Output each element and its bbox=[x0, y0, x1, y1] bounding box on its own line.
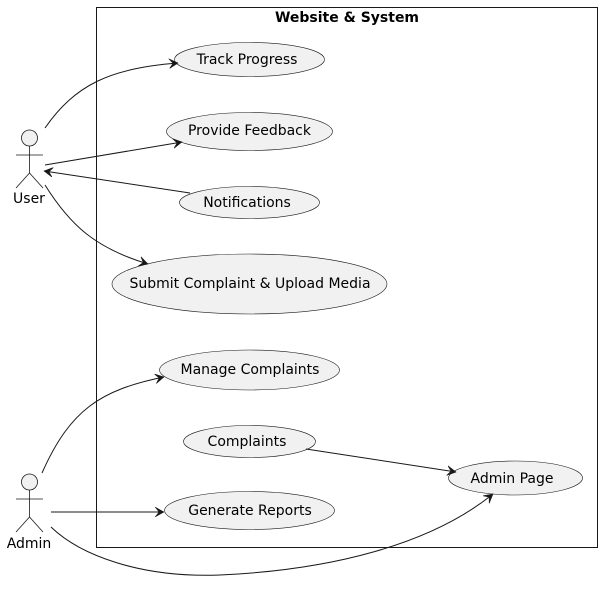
use-case-manage-complaints[interactable]: Manage Complaints bbox=[159, 349, 340, 391]
link-user-submit-complaint bbox=[44, 184, 148, 264]
use-case-label: Manage Complaints bbox=[181, 362, 320, 378]
actor-admin-label: Admin bbox=[7, 536, 52, 552]
use-case-generate-reports[interactable]: Generate Reports bbox=[164, 491, 335, 530]
actor-head bbox=[21, 473, 38, 491]
use-case-label: Admin Page bbox=[471, 471, 554, 487]
use-case-label: Provide Feedback bbox=[188, 123, 312, 139]
link-complaints-admin-page bbox=[305, 448, 456, 472]
link-admin-manage-complaints bbox=[41, 377, 164, 474]
link-admin-admin-page bbox=[50, 493, 493, 576]
use-case-label: Generate Reports bbox=[188, 503, 312, 519]
link-user-track-progress bbox=[44, 63, 178, 129]
actor-head bbox=[21, 129, 38, 147]
use-case-complaints[interactable]: Complaints bbox=[183, 425, 316, 458]
system-boundary-title: Website & System bbox=[275, 10, 419, 26]
use-case-label: Complaints bbox=[208, 434, 287, 450]
actor-user-label: User bbox=[13, 191, 45, 207]
use-case-notifications[interactable]: Notifications bbox=[179, 186, 320, 219]
use-case-admin-page[interactable]: Admin Page bbox=[448, 460, 583, 496]
use-case-label: Submit Complaint & Upload Media bbox=[129, 276, 370, 292]
use-case-track-progress[interactable]: Track Progress bbox=[174, 42, 325, 77]
use-case-submit-complaint[interactable]: Submit Complaint & Upload Media bbox=[111, 253, 388, 315]
use-case-label: Notifications bbox=[203, 195, 291, 211]
use-case-provide-feedback[interactable]: Provide Feedback bbox=[166, 112, 333, 151]
actor-user[interactable]: User bbox=[13, 129, 45, 207]
link-notifications-user bbox=[44, 171, 191, 194]
link-user-provide-feedback bbox=[44, 142, 182, 166]
actor-admin[interactable]: Admin bbox=[7, 473, 52, 552]
use-case-label: Track Progress bbox=[196, 52, 298, 68]
